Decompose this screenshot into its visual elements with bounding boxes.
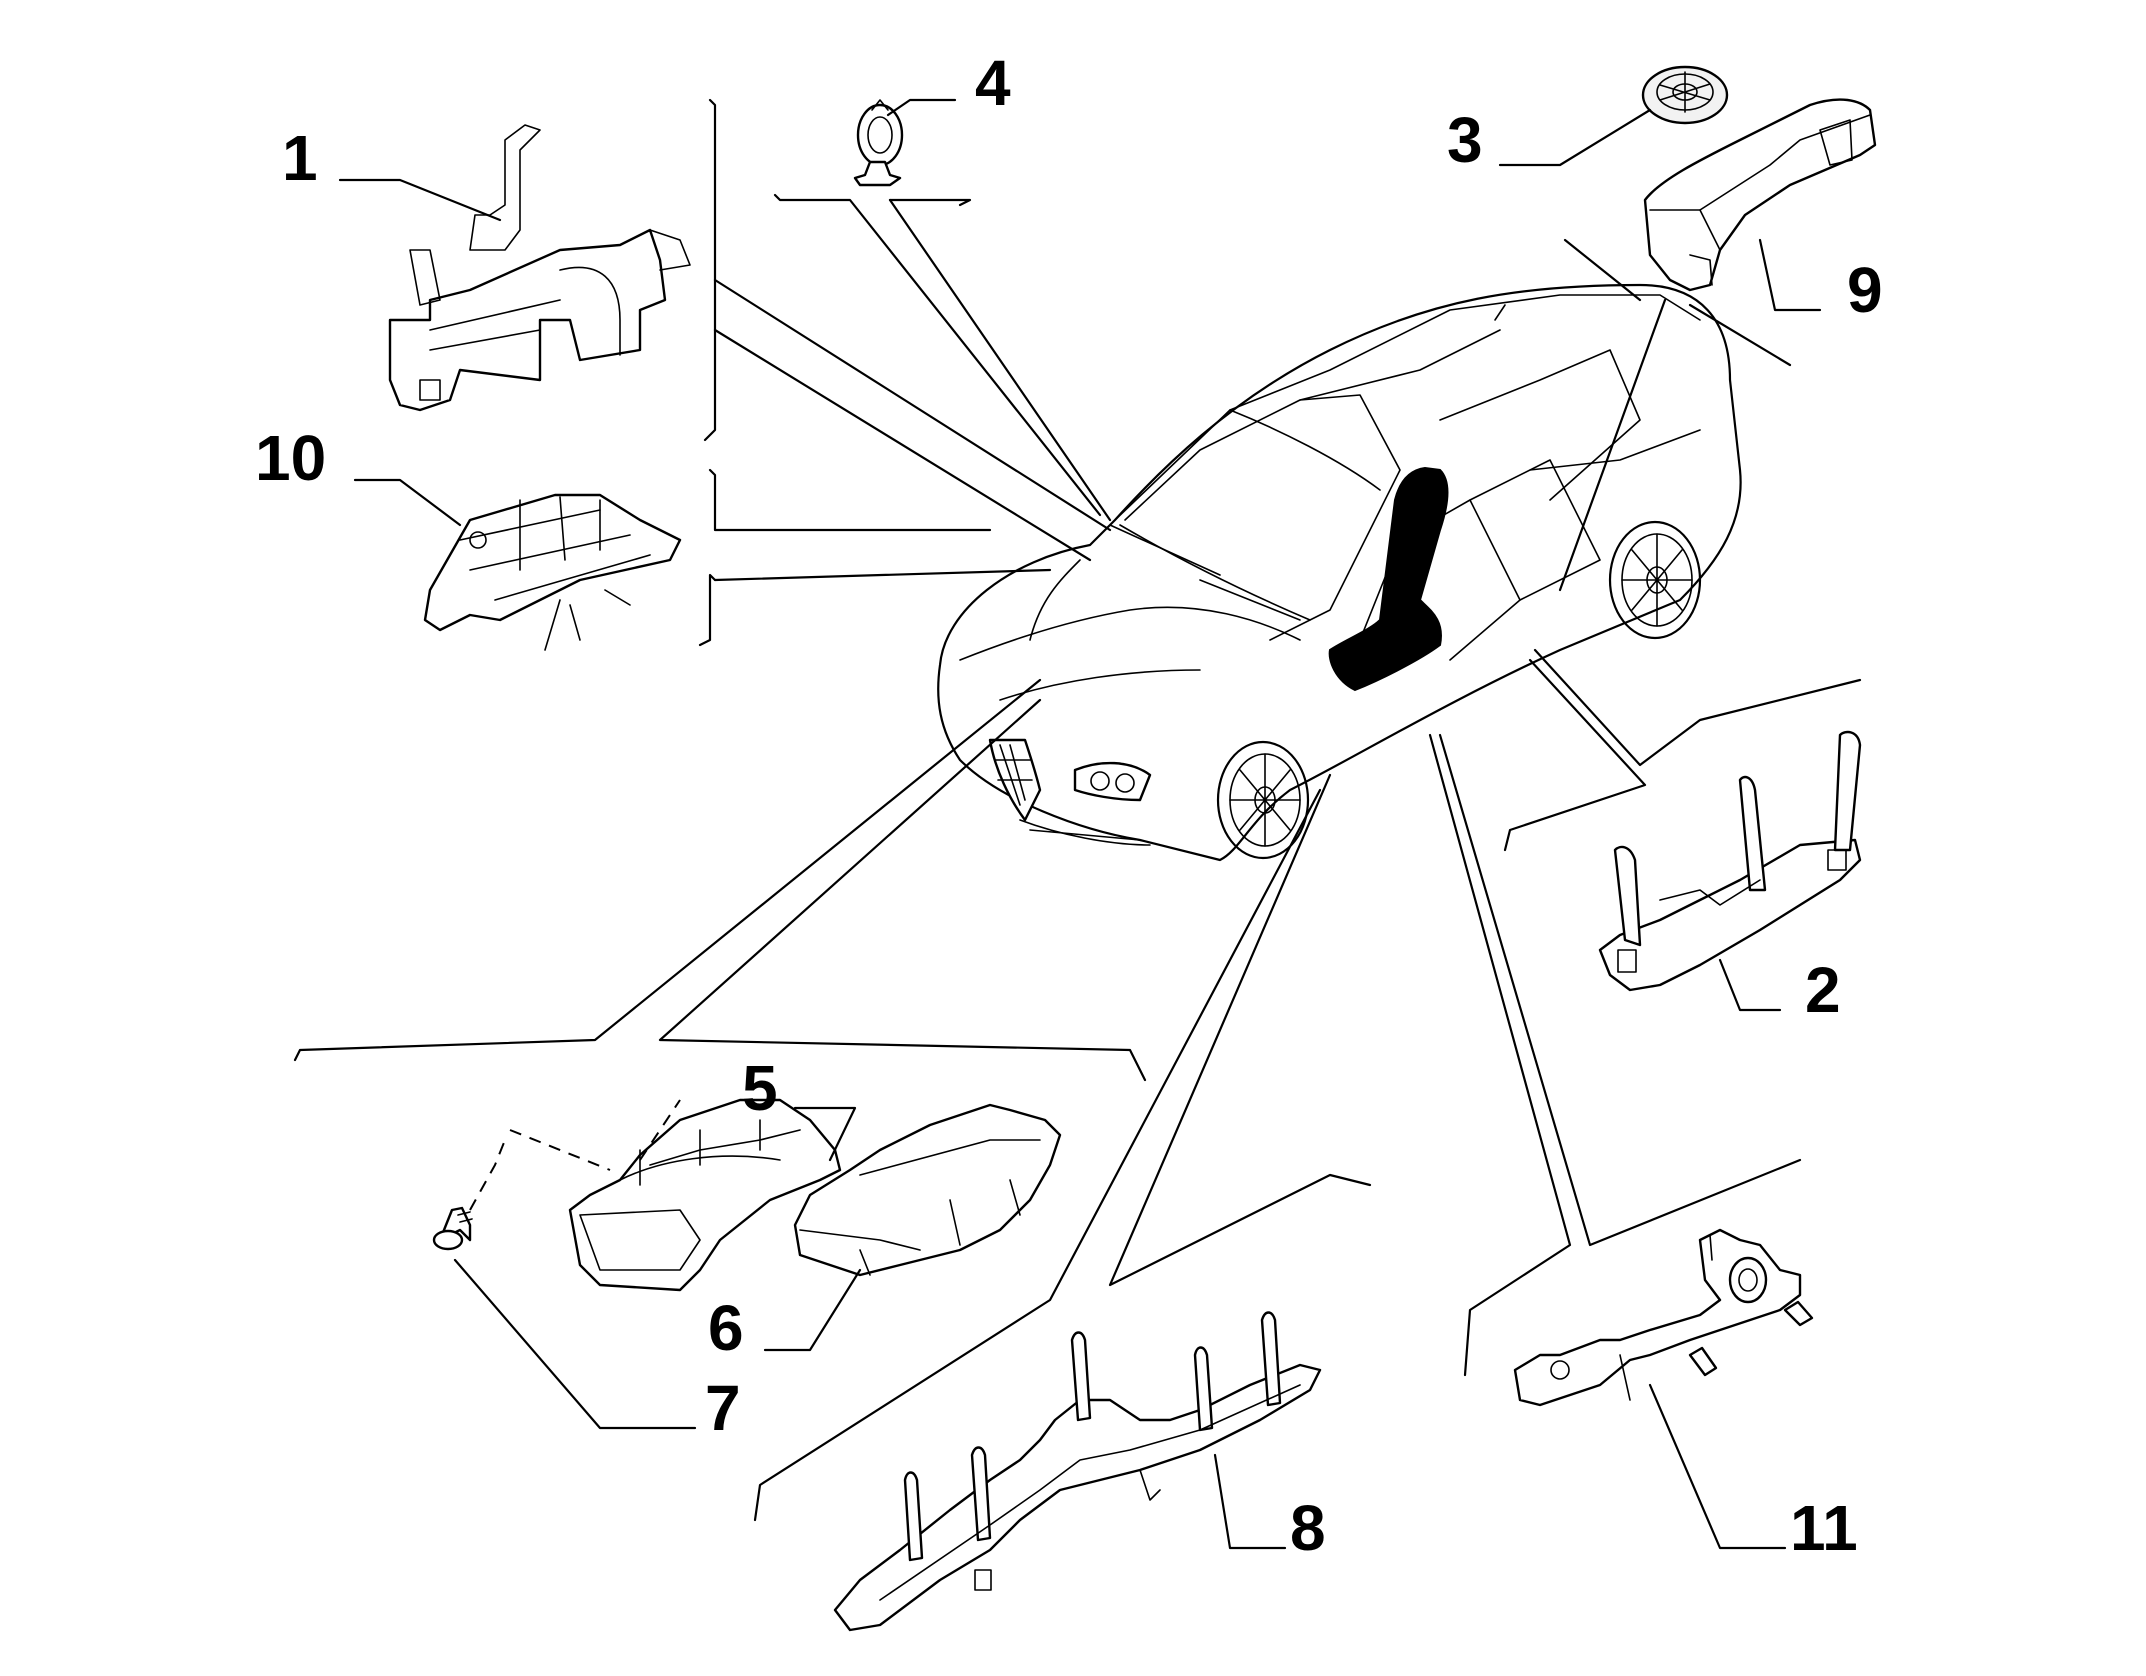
callout-11: 11 bbox=[1790, 1492, 1858, 1564]
part-8-bracket bbox=[833, 1311, 1322, 1632]
leader-lines bbox=[293, 98, 1862, 1522]
part-2-bracket bbox=[1598, 730, 1862, 992]
part-4-clip bbox=[853, 99, 904, 187]
part-6-cover bbox=[793, 1103, 1062, 1277]
rear-wheel bbox=[1608, 520, 1702, 640]
car-illustration bbox=[937, 283, 1742, 862]
callout-1: 1 bbox=[282, 122, 318, 194]
seat-silhouette bbox=[1328, 466, 1449, 692]
part-11-bracket bbox=[1513, 1228, 1814, 1407]
callout-2: 2 bbox=[1805, 954, 1841, 1026]
callout-6: 6 bbox=[708, 1292, 744, 1364]
part-5-housing bbox=[568, 1098, 842, 1292]
part-1-bracket bbox=[388, 124, 691, 412]
callout-leaders bbox=[338, 98, 1822, 1550]
callout-7: 7 bbox=[705, 1372, 741, 1444]
part-7-screw bbox=[432, 1099, 681, 1251]
part-10-bracket bbox=[423, 493, 682, 651]
callout-10: 10 bbox=[255, 422, 326, 494]
front-wheel bbox=[1216, 740, 1310, 860]
callout-9: 9 bbox=[1847, 254, 1883, 326]
part-9-cover bbox=[1643, 98, 1877, 292]
part-3-grommet bbox=[1641, 65, 1729, 125]
callout-4: 4 bbox=[975, 47, 1011, 119]
callout-8: 8 bbox=[1290, 1492, 1326, 1564]
callout-5: 5 bbox=[742, 1052, 778, 1124]
callout-labels: 1 10 4 3 9 2 5 6 7 8 11 bbox=[255, 47, 1883, 1564]
callout-3: 3 bbox=[1447, 104, 1483, 176]
